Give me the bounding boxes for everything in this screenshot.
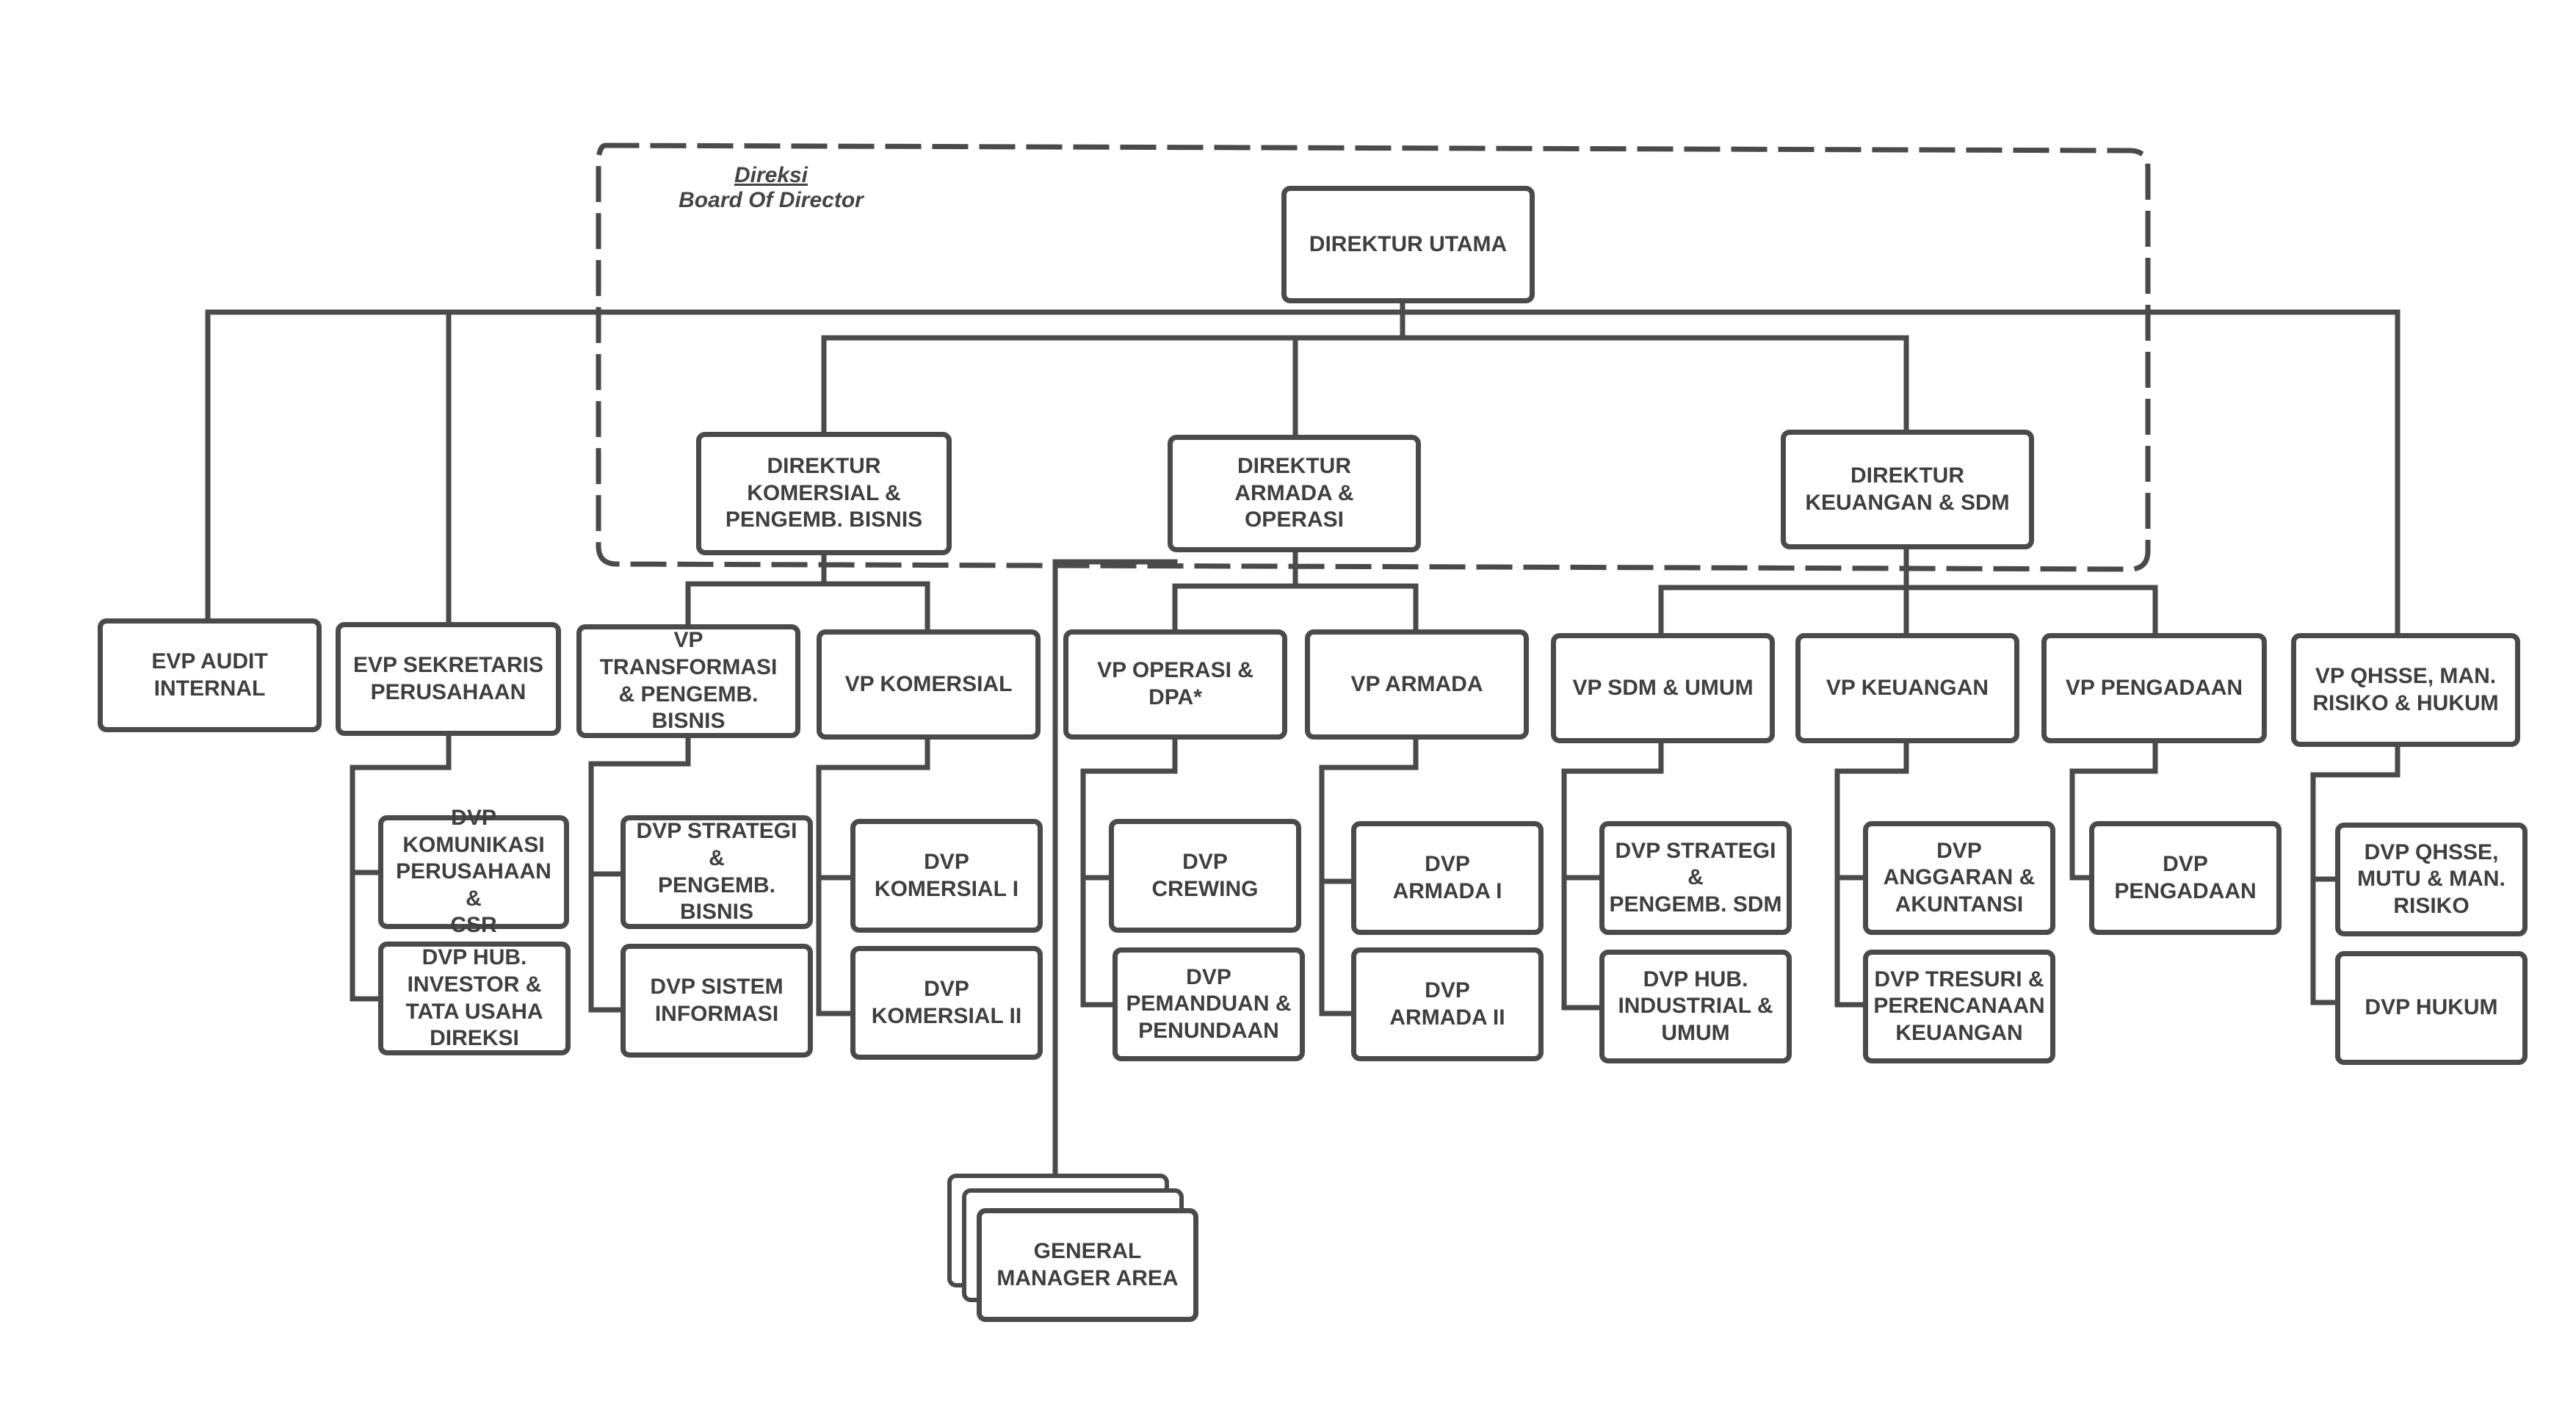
direktur-armada-box: DIREKTUR ARMADA & OPERASI <box>1168 435 1421 552</box>
vp-keuangan-box: VP KEUANGAN <box>1795 633 2019 743</box>
board-label-subtitle: Board Of Director <box>679 188 864 212</box>
dvp-strategi-sdm-box: DVP STRATEGI & PENGEMB. SDM <box>1599 821 1792 935</box>
vp-pengadaan-box: VP PENGADAAN <box>2041 633 2267 743</box>
dvp-pengadaan-box: DVP PENGADAAN <box>2089 821 2282 935</box>
dvp-komersial-1-box: DVP KOMERSIAL I <box>850 819 1043 933</box>
dvp-anggaran-box: DVP ANGGARAN & AKUNTANSI <box>1863 821 2055 935</box>
gm-area-box: GENERAL MANAGER AREA <box>977 1208 1198 1322</box>
direktur-keuangan-box: DIREKTUR KEUANGAN & SDM <box>1781 430 2034 549</box>
board-of-director-label: Direksi Board Of Director <box>646 163 896 213</box>
dvp-tresuri-box: DVP TRESURI & PERENCANAAN KEUANGAN <box>1863 950 2055 1063</box>
dvp-armada-1-box: DVP ARMADA I <box>1351 821 1544 935</box>
direktur-komersial-box: DIREKTUR KOMERSIAL & PENGEMB. BISNIS <box>696 432 952 555</box>
vp-transformasi-box: VP TRANSFORMASI & PENGEMB. BISNIS <box>576 624 800 738</box>
dvp-sistem-informasi-box: DVP SISTEM INFORMASI <box>621 944 813 1058</box>
vp-operasi-box: VP OPERASI & DPA* <box>1063 629 1287 740</box>
vp-armada-box: VP ARMADA <box>1305 629 1529 740</box>
evp-sekretaris-box: EVP SEKRETARIS PERUSAHAAN <box>336 622 561 736</box>
dvp-komunikasi-box: DVP KOMUNIKASI PERUSAHAAN & CSR <box>378 806 569 937</box>
dvp-hub-industrial-box: DVP HUB. INDUSTRIAL & UMUM <box>1599 950 1792 1063</box>
dvp-qhsse-box: DVP QHSSE, MUTU & MAN. RISIKO <box>2335 823 2528 936</box>
dvp-armada-2-box: DVP ARMADA II <box>1351 947 1544 1061</box>
board-label-title: Direksi <box>734 163 808 187</box>
vp-sdm-box: VP SDM & UMUM <box>1551 633 1775 743</box>
dvp-komersial-2-box: DVP KOMERSIAL II <box>850 946 1043 1060</box>
dvp-hukum-box: DVP HUKUM <box>2335 951 2528 1065</box>
evp-audit-box: EVP AUDIT INTERNAL <box>98 618 322 732</box>
vp-komersial-box: VP KOMERSIAL <box>817 629 1041 740</box>
direktur-utama-box: DIREKTUR UTAMA <box>1281 186 1535 303</box>
dvp-pemanduan-box: DVP PEMANDUAN & PENUNDAAN <box>1112 947 1305 1061</box>
vp-qhsse-box: VP QHSSE, MAN. RISIKO & HUKUM <box>2291 633 2520 747</box>
dvp-crewing-box: DVP CREWING <box>1109 819 1301 933</box>
dvp-strategi-bisnis-box: DVP STRATEGI & PENGEMB. BISNIS <box>621 815 813 929</box>
dvp-hub-investor-box: DVP HUB. INVESTOR & TATA USAHA DIREKSI <box>378 942 571 1055</box>
